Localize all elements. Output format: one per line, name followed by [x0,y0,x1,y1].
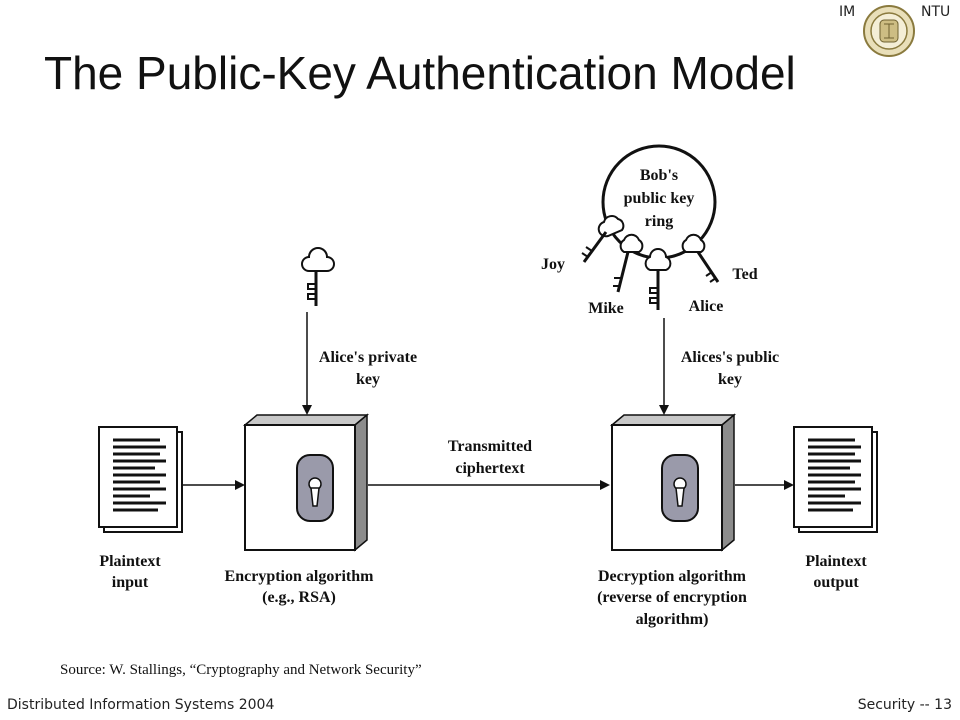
decryption-label-line3: algorithm) [636,611,709,628]
key-holder-joy: Joy [541,256,565,273]
public-key-label-line1: Alices's public [681,349,779,366]
key-holder-ted: Ted [732,266,757,283]
public-key-label-line2: key [718,371,742,388]
plaintext-output-document-icon [793,426,878,533]
ring-label-line2: public key [624,190,695,207]
key-holder-mike: Mike [588,300,624,317]
encryption-label-line1: Encryption algorithm [225,568,375,585]
private-key-label-line1: Alice's private [319,349,417,366]
plaintext-input-label-line2: input [112,574,149,591]
encryption-box [242,413,370,552]
private-key-label-line2: key [356,371,380,388]
keyhole-lock-icon [661,454,699,522]
private-key-icon [301,247,335,306]
decryption-label-line1: Decryption algorithm [598,568,747,585]
page-title: The Public-Key Authentication Model [44,47,796,99]
plaintext-input-document-icon [98,426,183,533]
university-seal-logo [863,5,915,57]
footer-slide-number: Security -- 13 [857,697,952,713]
header-ntu: NTU [921,4,951,20]
keyhole-lock-icon [296,454,334,522]
plaintext-input-label-line1: Plaintext [99,553,161,570]
encryption-label-line2: (e.g., RSA) [262,589,336,606]
footer-course-title: Distributed Information Systems 2004 [7,697,275,713]
transmitted-label-line2: ciphertext [455,460,525,477]
transmitted-label-line1: Transmitted [448,438,532,455]
key-holder-alice: Alice [689,298,724,315]
plaintext-output-label-line2: output [813,574,859,591]
header-im: IM [839,4,856,20]
source-citation: Source: W. Stallings, “Cryptography and … [60,662,422,678]
decryption-label-line2: (reverse of encryption [597,589,747,606]
plaintext-output-label-line1: Plaintext [805,553,867,570]
ring-label-line1: Bob's [640,167,678,184]
ring-label-line3: ring [645,213,673,230]
public-key-ring-icon [581,144,720,310]
decryption-box [609,413,737,552]
